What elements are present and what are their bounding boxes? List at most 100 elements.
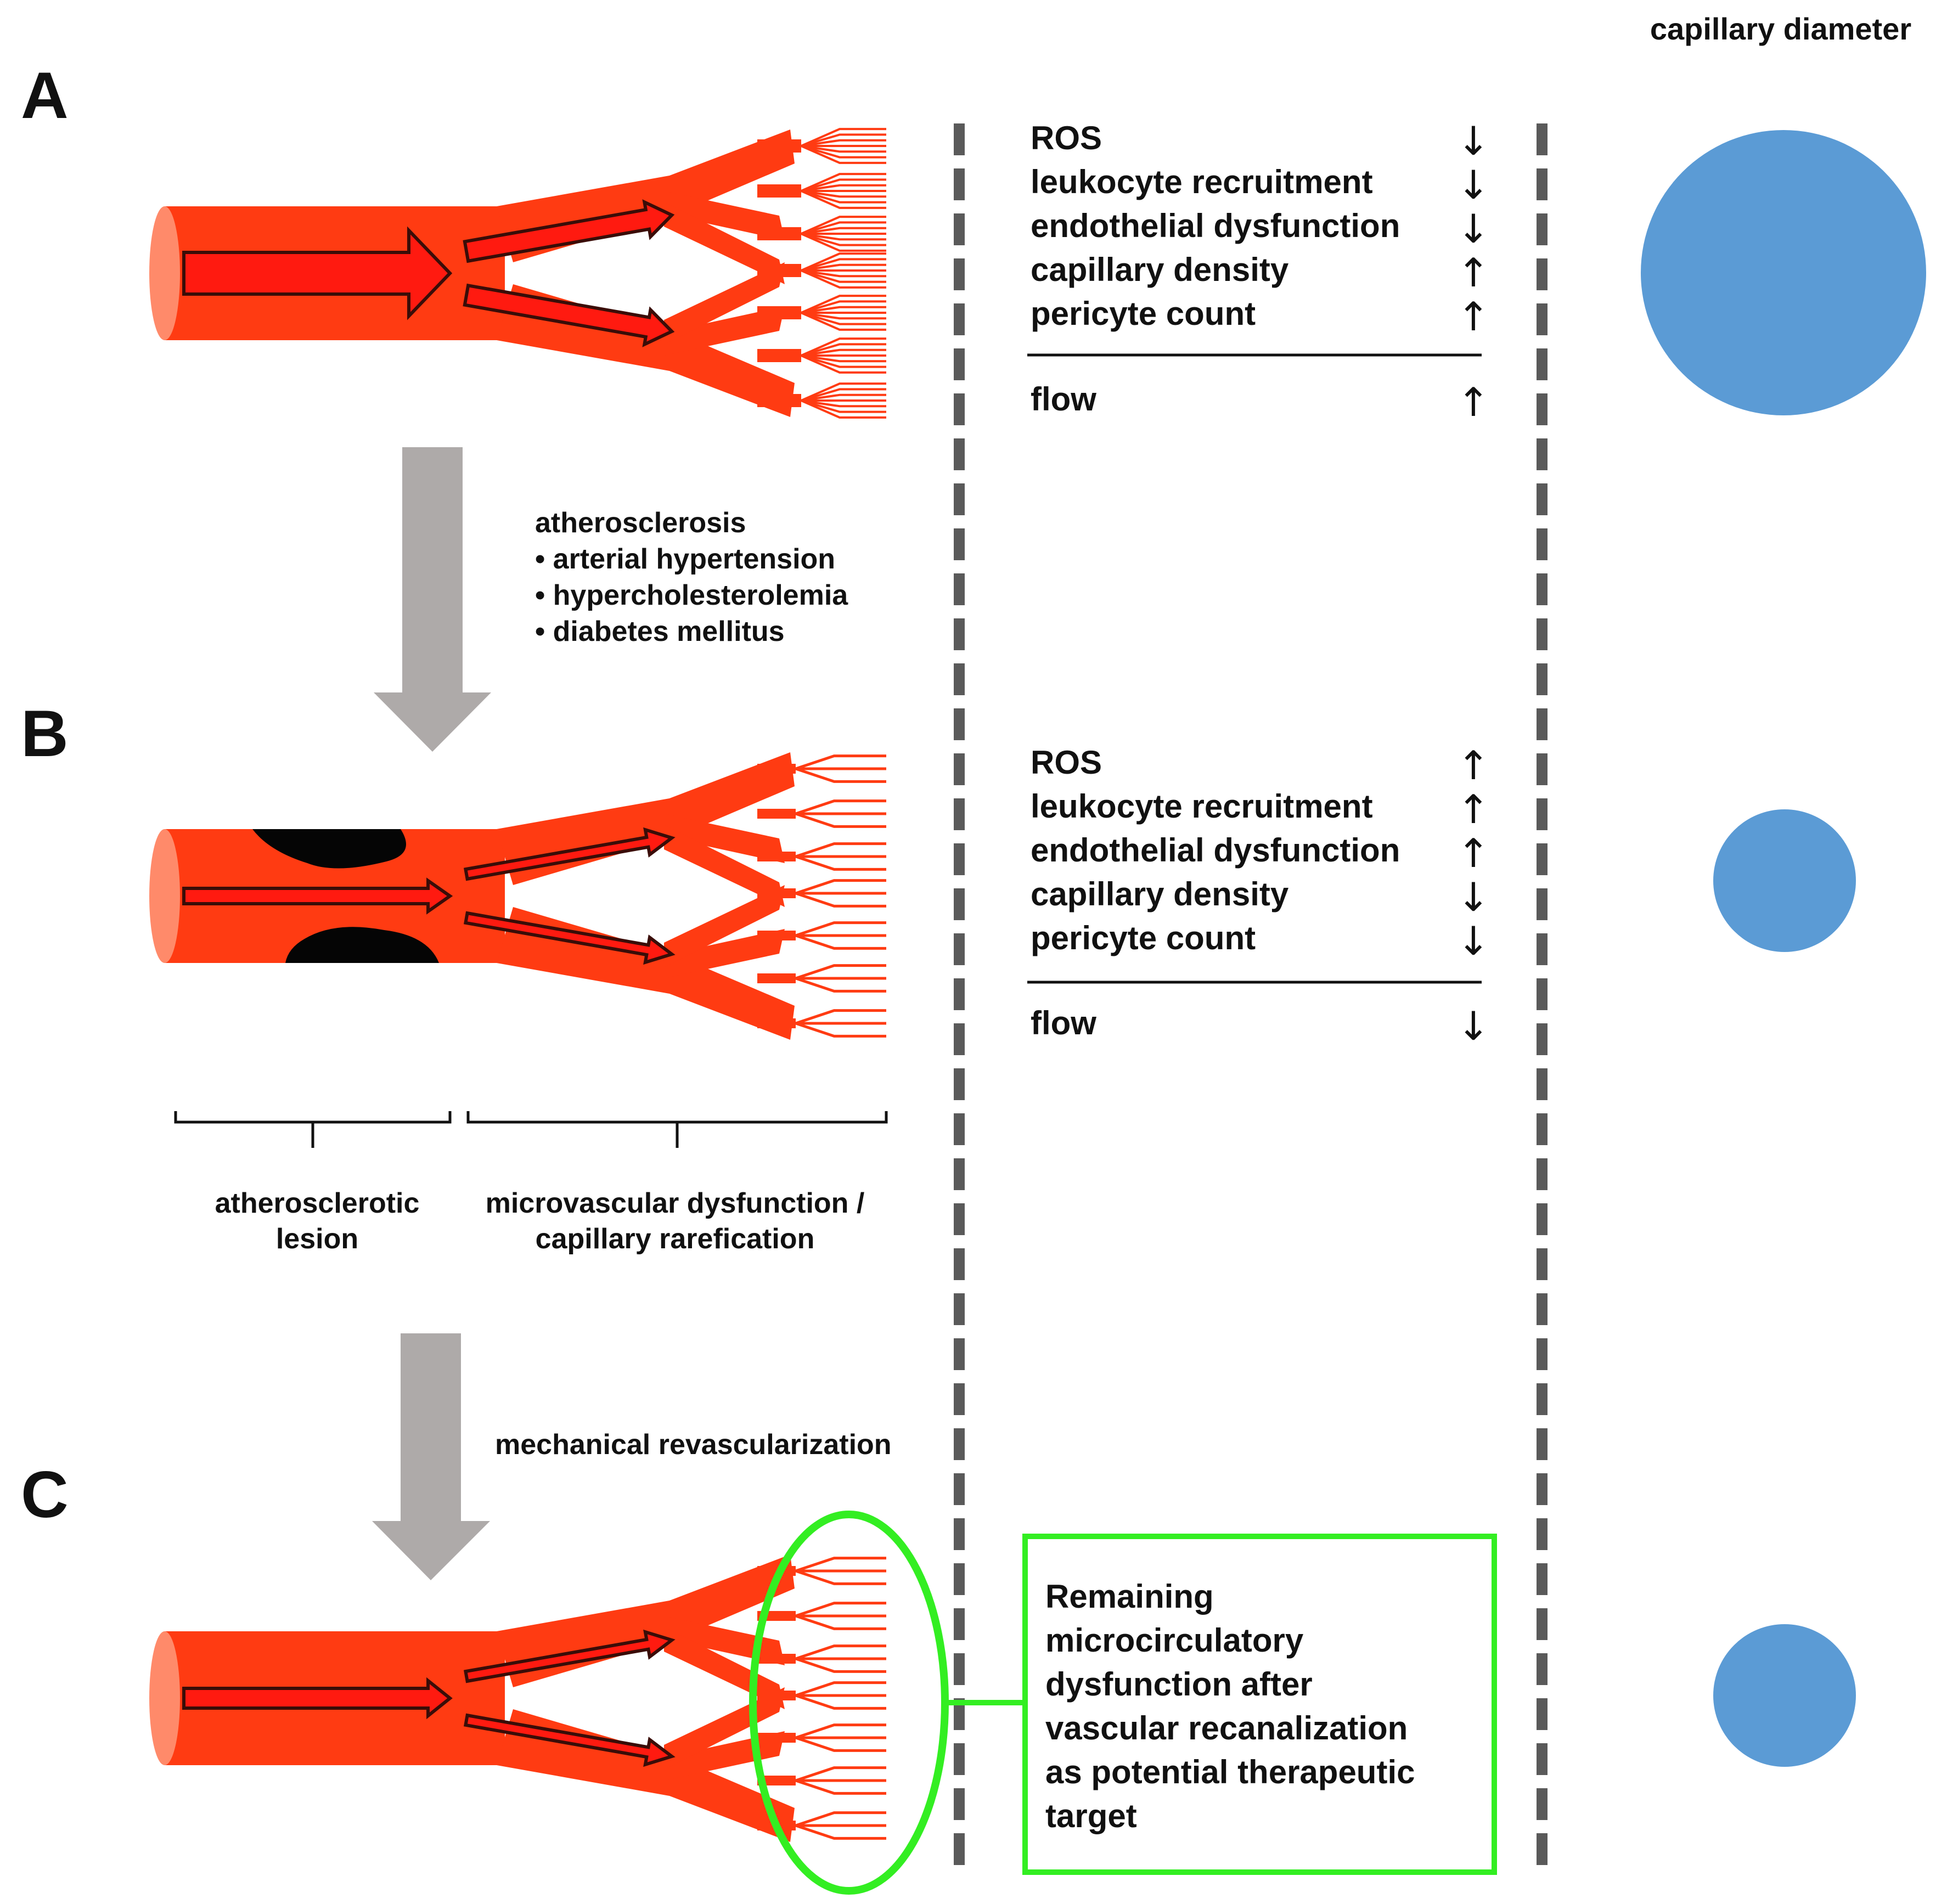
capillary — [795, 964, 886, 980]
capillary — [801, 399, 886, 419]
panel-a-parameters: ROS ↓ leukocyte recruitment ↓ endothelia… — [1027, 118, 1490, 425]
capillary — [795, 1723, 886, 1739]
capillary — [795, 1009, 886, 1025]
param-leukocyte-recruitment: leukocyte recruitment — [1031, 164, 1373, 200]
capillary — [801, 312, 886, 331]
capillary — [801, 399, 886, 408]
capillary — [795, 1811, 886, 1827]
secondary-branch — [664, 814, 785, 863]
panel-letter-b: B — [21, 697, 69, 770]
grey-down-arrow-ab — [374, 447, 491, 752]
capillary — [801, 252, 886, 272]
lower-flow-arrow-group — [463, 1713, 676, 1767]
capillary-diameter-circle-b — [1713, 809, 1856, 952]
capillary — [795, 1602, 886, 1618]
capillary — [801, 263, 886, 272]
arteriole-stem — [757, 1691, 796, 1700]
capillary — [795, 892, 886, 908]
transition-ab-text: atherosclerosis • arterial hypertension … — [535, 507, 848, 647]
transition-bc-title: mechanical revascularization — [495, 1429, 892, 1461]
callout-line-1: Remaining — [1045, 1578, 1214, 1615]
arteriole-stem — [757, 888, 796, 898]
artery-end-cap — [149, 206, 180, 340]
param-flow-arrow: ↓ — [1457, 1003, 1490, 1049]
param-capillary-density-arrow: ↑ — [1457, 250, 1490, 296]
capillary — [801, 382, 886, 402]
capillary — [795, 977, 886, 993]
capillary — [795, 1569, 886, 1585]
param-endothelial-dysfunction-arrow: ↓ — [1457, 206, 1490, 252]
brace-left-label-line-1: atherosclerotic — [215, 1187, 420, 1219]
param-leukocyte-recruitment: leukocyte recruitment — [1031, 788, 1373, 825]
capillary — [801, 354, 886, 368]
capillary — [801, 173, 886, 192]
capillary — [801, 190, 886, 204]
param-endothelial-dysfunction: endothelial dysfunction — [1031, 832, 1400, 869]
capillary-diameter-header: capillary diameter — [1650, 12, 1911, 46]
lower-flow-arrow — [463, 911, 676, 965]
capillary — [801, 233, 886, 246]
arteriole-stem — [757, 1733, 796, 1743]
param-pericyte-count-arrow: ↑ — [1457, 294, 1490, 340]
panel-b-parameters: ROS ↑ leukocyte recruitment ↑ endothelia… — [1027, 742, 1490, 1049]
capillary — [795, 1614, 886, 1630]
capillary — [801, 190, 886, 209]
upper-flow-arrow — [463, 1629, 676, 1683]
arteriole-stem — [757, 394, 801, 407]
param-pericyte-count: pericyte count — [1031, 295, 1256, 332]
param-ros: ROS — [1031, 120, 1102, 156]
param-ros-arrow: ↓ — [1457, 118, 1490, 164]
capillary — [795, 855, 886, 871]
transition-ab-item-3: • diabetes mellitus — [535, 616, 785, 647]
capillary — [801, 343, 886, 357]
main-flow-arrow — [182, 226, 453, 320]
param-leukocyte-recruitment-arrow: ↑ — [1457, 786, 1490, 832]
callout-line-3: dysfunction after — [1045, 1666, 1313, 1703]
capillary — [795, 1644, 886, 1660]
capillary — [795, 1736, 886, 1752]
upper-flow-arrow-group — [463, 199, 675, 263]
capillary — [801, 216, 886, 235]
capillary — [795, 1694, 886, 1710]
lower-flow-arrow — [463, 1713, 676, 1767]
lower-flow-arrow — [463, 283, 675, 347]
brace-right-label-line-2: capillary rarefication — [536, 1223, 815, 1255]
capillary — [801, 354, 886, 363]
capillary — [795, 799, 886, 815]
secondary-branch — [664, 262, 785, 345]
capillary — [801, 388, 886, 402]
main-flow-arrow — [182, 1677, 453, 1720]
capillary — [795, 754, 886, 770]
transition-ab-item-1: • arterial hypertension — [535, 543, 835, 575]
arteriole-stem — [757, 139, 801, 153]
param-leukocyte-recruitment-arrow: ↓ — [1457, 162, 1490, 208]
capillary — [801, 300, 886, 314]
arteriole-stem — [757, 1018, 796, 1028]
param-capillary-density: capillary density — [1031, 251, 1289, 288]
upper-flow-arrow-group — [463, 827, 676, 881]
capillary — [801, 269, 886, 283]
arteriole-stem — [757, 227, 801, 240]
artery-end-cap — [149, 1631, 180, 1765]
arteriole-stem — [757, 931, 796, 940]
capillary — [801, 258, 886, 272]
upper-flow-arrow — [463, 199, 675, 263]
upper-flow-arrow-group — [463, 1629, 676, 1683]
param-ros-arrow: ↑ — [1457, 742, 1490, 788]
vessel-tree-a — [149, 128, 886, 419]
arteriole-stem — [757, 973, 796, 983]
callout-text: Remaining microcirculatory dysfunction a… — [1045, 1578, 1415, 1834]
artery-end-cap — [149, 829, 180, 963]
param-pericyte-count: pericyte count — [1031, 920, 1256, 956]
arteriole-stem — [757, 349, 801, 362]
arteriole-stem — [757, 852, 796, 861]
lower-flow-arrow-group — [463, 283, 675, 347]
capillary — [801, 269, 886, 289]
callout-box — [1022, 1534, 1497, 1875]
arteriole-stem — [757, 1776, 796, 1785]
capillary — [795, 1766, 886, 1782]
capillary — [795, 1657, 886, 1673]
capillary — [801, 139, 886, 147]
capillary — [795, 767, 886, 783]
callout-line-2: microcirculatory — [1045, 1622, 1304, 1659]
